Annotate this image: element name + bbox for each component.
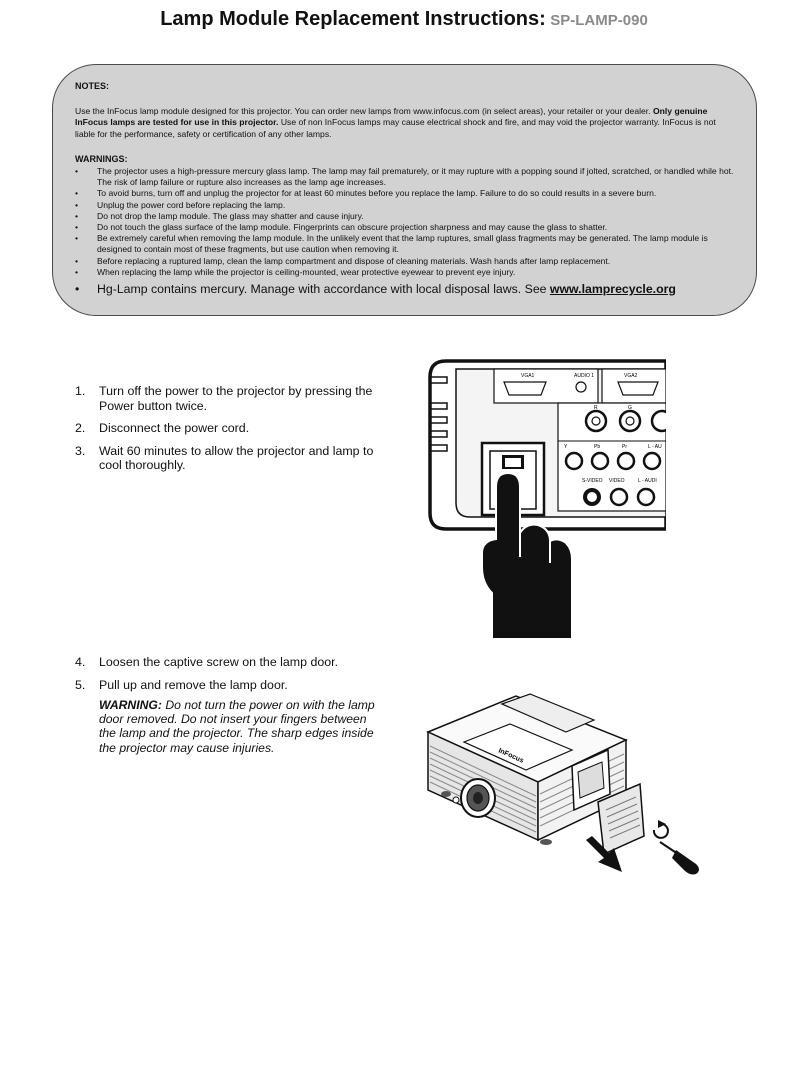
lamprecycle-link[interactable]: www.lamprecycle.org — [549, 282, 676, 297]
notes-heading: NOTES: — [75, 81, 110, 91]
page-title: Lamp Module Replacement Instructions: SP… — [0, 8, 808, 31]
warning-item: • To avoid burns, turn off and unplug the… — [75, 188, 735, 199]
title-main: Lamp Module Replacement Instructions: — [160, 8, 546, 30]
warning-text: The projector uses a high-pressure mercu… — [97, 166, 734, 188]
steps-list-2: 4. Loosen the captive screw on the lamp d… — [75, 655, 375, 700]
warning-item: • Do not touch the glass surface of the l… — [75, 222, 735, 233]
bullet: • — [75, 166, 79, 177]
vga2-label: VGA2 — [624, 373, 638, 379]
warnings-heading: WARNINGS: — [75, 153, 128, 164]
audio1-label: AUDIO 1 — [574, 373, 594, 379]
mercury-text: Hg-Lamp contains mercury. Manage with ac… — [97, 282, 550, 297]
vent-slot — [430, 416, 448, 424]
step-text: Turn off the power to the projector by p… — [99, 384, 373, 413]
warning-text: Be extremely careful when removing the l… — [97, 233, 708, 255]
bullet: • — [75, 233, 79, 244]
power-button-figure: VGA1 AUDIO 1 VGA2 R G Y Pb Pr L - AU S-V… — [428, 359, 666, 639]
step-number: 4. — [75, 655, 86, 669]
vga1-label: VGA1 — [521, 373, 535, 379]
bullet: • — [75, 255, 79, 266]
rca-pb — [590, 451, 610, 471]
bullet: • — [75, 210, 79, 221]
warning-label: WARNING: — [99, 698, 162, 712]
rca-l-audio — [642, 451, 662, 471]
bullet: • — [75, 222, 79, 233]
warning-body: Do not turn the power on with the lamp d… — [99, 698, 375, 755]
warning-text: Do not touch the glass surface of the la… — [97, 222, 608, 233]
arrow-icon — [586, 836, 622, 872]
svideo-label: S-VIDEO — [582, 478, 603, 484]
vga2-port — [617, 381, 659, 396]
rca-y — [564, 451, 584, 471]
step-number: 2. — [75, 421, 86, 435]
bullet: • — [75, 282, 80, 297]
step-text: Wait 60 minutes to allow the projector a… — [99, 443, 374, 473]
warning-item: • Unplug the power cord before replacing … — [75, 200, 735, 211]
warning-text: To avoid burns, turn off and unplug the … — [97, 188, 657, 199]
warning-text: Unplug the power cord before replacing t… — [97, 199, 286, 210]
notes-body-part2: Use of non InFocus lamps may cause elect… — [75, 117, 716, 139]
vent-slot — [430, 376, 448, 384]
lamp-door — [597, 782, 645, 856]
warning-item: • Before replacing a ruptured lamp, clean… — [75, 256, 735, 267]
step-text: Disconnect the power cord. — [99, 421, 250, 435]
warning-item: • Do not drop the lamp module. The glass … — [75, 211, 735, 222]
l-au-label: L - AU — [648, 444, 662, 450]
video-port — [609, 487, 629, 507]
l-audio-port — [636, 487, 656, 507]
step-text: Loosen the captive screw on the lamp doo… — [99, 655, 339, 669]
warning-text: Do not drop the lamp module. The glass m… — [97, 210, 364, 221]
warning-item: • Be extremely careful when removing the … — [75, 233, 735, 255]
warning-text: When replacing the lamp while the projec… — [97, 266, 516, 277]
vent-slot — [430, 402, 448, 410]
step-item: 2. Disconnect the power cord. — [75, 421, 375, 436]
mercury-warning: • Hg-Lamp contains mercury. Manage with a… — [75, 281, 735, 297]
step-item: 4. Loosen the captive screw on the lamp d… — [75, 655, 375, 670]
bullet: • — [75, 266, 79, 277]
warning-text: Before replacing a ruptured lamp, clean … — [97, 255, 611, 266]
lamp-door-warning: WARNING: Do not turn the power on with t… — [99, 698, 379, 755]
warning-item: • When replacing the lamp while the proje… — [75, 267, 735, 278]
step-item: 5. Pull up and remove the lamp door. — [75, 678, 375, 693]
rca-pr — [616, 451, 636, 471]
title-model: SP-LAMP-090 — [550, 12, 648, 29]
vent-slot — [430, 444, 448, 452]
vga1-port — [503, 381, 547, 396]
notes-box: NOTES: Use the InFocus lamp module desig… — [52, 64, 757, 316]
audio1-jack — [575, 381, 587, 393]
video-label: VIDEO — [609, 478, 625, 484]
notes-body: Use the InFocus lamp module designed for… — [75, 106, 735, 140]
steps-list-1: 1. Turn off the power to the projector by… — [75, 384, 375, 481]
g-label: G — [628, 405, 632, 411]
warnings-list: • The projector uses a high-pressure merc… — [75, 166, 735, 297]
screwdriver-icon — [672, 850, 699, 875]
rotate-icon — [652, 823, 669, 839]
step-number: 3. — [75, 443, 86, 458]
l-audi-label: L - AUDI — [638, 478, 657, 484]
pr-label: Pr — [622, 444, 627, 450]
bullet: • — [75, 199, 79, 210]
r-label: R — [594, 405, 598, 411]
y-label: Y — [564, 444, 568, 450]
notes-content: NOTES: Use the InFocus lamp module desig… — [75, 81, 735, 297]
lamp-door-figure: InFocus — [426, 693, 699, 875]
step-number: 5. — [75, 677, 86, 692]
warning-item: • The projector uses a high-pressure merc… — [75, 166, 735, 188]
pb-label: Pb — [594, 444, 600, 450]
step-text: Pull up and remove the lamp door. — [99, 677, 288, 692]
notes-body-bold: Only genuine InFocus lamps are tested fo… — [75, 106, 708, 128]
bullet: • — [75, 188, 79, 199]
vent-slot — [430, 430, 448, 438]
step-item: 1. Turn off the power to the projector by… — [75, 384, 375, 413]
notes-body-part1: Use the InFocus lamp module designed for… — [75, 106, 653, 117]
step-number: 1. — [75, 384, 86, 398]
finger-pressing — [481, 471, 573, 639]
step-item: 3. Wait 60 minutes to allow the projector… — [75, 444, 375, 473]
